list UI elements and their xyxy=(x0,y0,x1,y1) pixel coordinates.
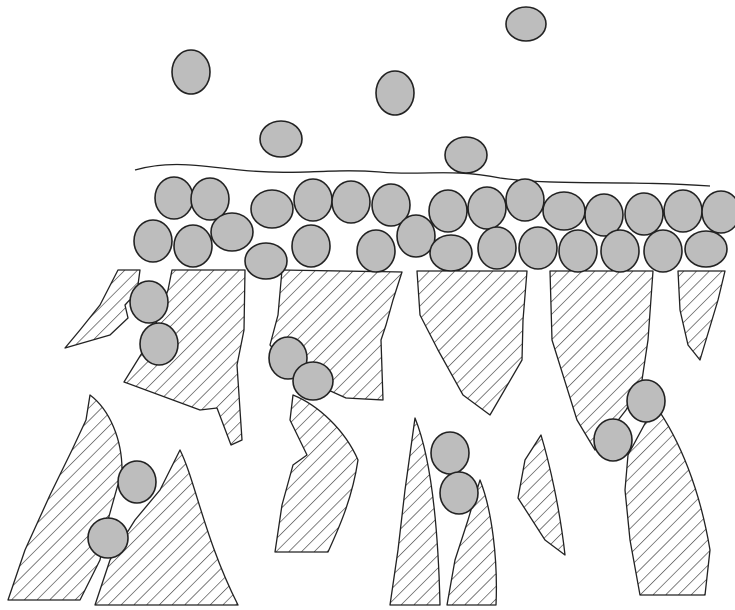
packed-particle xyxy=(211,213,253,251)
packed-particle xyxy=(332,181,370,223)
packed-particle xyxy=(519,227,557,269)
substrate-fragment-9 xyxy=(275,395,358,552)
packed-particle xyxy=(601,230,639,272)
packed-particle xyxy=(644,230,682,272)
pore-particle xyxy=(130,281,168,323)
packed-particle xyxy=(174,225,212,267)
packed-particle xyxy=(685,231,727,267)
packed-particle xyxy=(559,230,597,272)
pore-particle xyxy=(627,380,665,422)
packed-particle xyxy=(357,230,395,272)
packed-particle xyxy=(397,215,435,257)
pore-particle xyxy=(431,432,469,474)
substrate-fragment-13 xyxy=(625,405,710,595)
free-particle xyxy=(172,50,210,94)
substrate-fragment-6 xyxy=(678,271,725,360)
packed-particle xyxy=(478,227,516,269)
substrate-fragment-12 xyxy=(518,435,565,555)
pore-particle xyxy=(594,419,632,461)
free-particle xyxy=(445,137,487,173)
substrate-fragment-3 xyxy=(270,270,402,400)
pore-particle xyxy=(140,323,178,365)
substrate-fragment-7 xyxy=(8,395,122,600)
packed-particle xyxy=(430,235,472,271)
substrate-fragment-4 xyxy=(417,271,527,415)
packed-particle xyxy=(134,220,172,262)
packed-particle xyxy=(506,179,544,221)
free-particle xyxy=(506,7,546,41)
packed-particle xyxy=(155,177,193,219)
packed-particle xyxy=(294,179,332,221)
pore-particle xyxy=(440,472,478,514)
packed-particle xyxy=(543,192,585,230)
packed-particle xyxy=(625,193,663,235)
packed-particle xyxy=(245,243,287,279)
substrate-fragment-1 xyxy=(65,270,140,348)
packed-particle xyxy=(292,225,330,267)
packed-particle xyxy=(664,190,702,232)
packed-particle xyxy=(468,187,506,229)
packed-particle xyxy=(251,190,293,228)
pore-particle xyxy=(88,518,128,558)
free-particle xyxy=(260,121,302,157)
pore-particle xyxy=(118,461,156,503)
packed-particle xyxy=(191,178,229,220)
free-particle xyxy=(376,71,414,115)
packed-particle xyxy=(702,191,735,233)
pore-particle xyxy=(293,362,333,400)
packed-particle xyxy=(429,190,467,232)
